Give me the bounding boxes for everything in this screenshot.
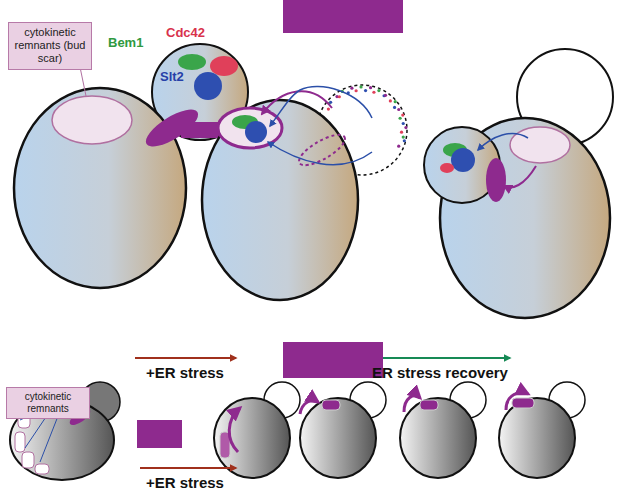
condition-label: +ER stress — [146, 364, 224, 381]
box-text: cytokinetic remnants — [11, 391, 85, 415]
condition-label: ER stress recovery — [372, 364, 508, 381]
condition-label: +ER stress — [146, 474, 224, 491]
protein-label: Bem1 — [108, 36, 143, 51]
protein-label: Cdc42 — [166, 26, 205, 41]
protein-label: Slt2 — [160, 70, 184, 85]
box-text: cytokinetic remnants (bud scar) — [13, 26, 87, 66]
label-box: cytokinetic remnants — [6, 387, 90, 419]
label-box: cytokinetic remnants (bud scar) — [8, 22, 92, 70]
